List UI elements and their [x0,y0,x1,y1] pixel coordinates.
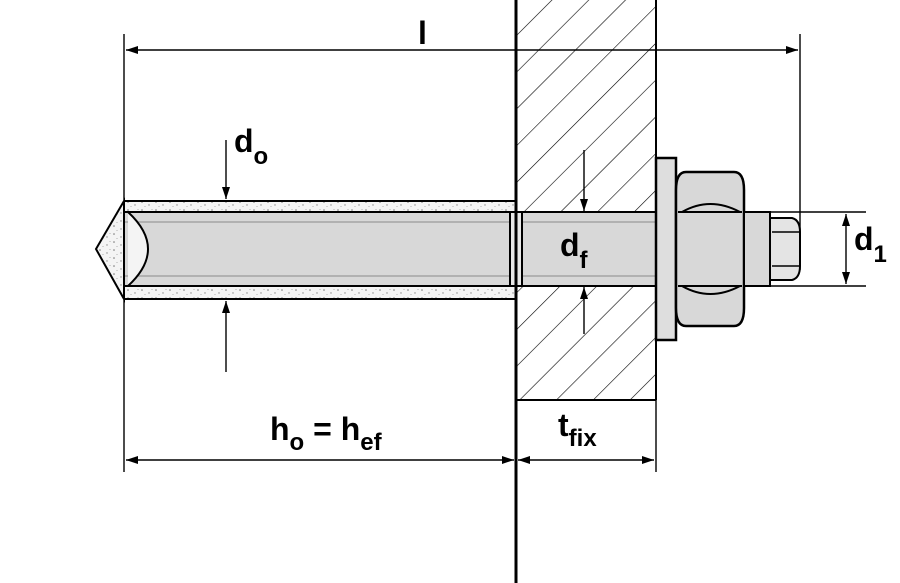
fixture-thickness-label: tfix [558,407,597,452]
fixture-diameter-label: df [560,227,589,274]
base-material [516,0,657,401]
washer [654,156,678,342]
dimension-l [123,34,801,270]
thread-diameter-label: d1 [854,221,887,268]
dimension-d1 [770,211,866,287]
dimension-tfix [518,400,657,472]
bore-diameter-label: do [234,123,268,170]
dimension-hef [123,300,514,472]
embedment-depth-label: ho = hef [270,411,383,456]
length-label: l [418,15,427,51]
hex-nut [674,170,746,328]
anchor-rod [94,197,665,303]
threaded-end [743,211,801,287]
